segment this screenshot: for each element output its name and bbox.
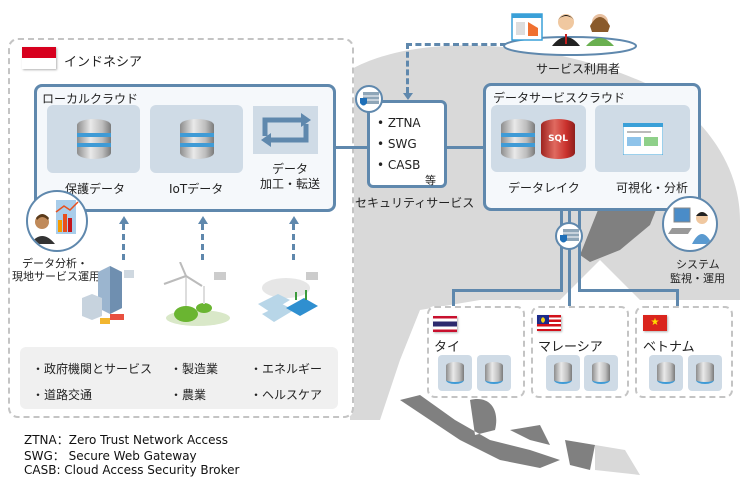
protected-data-label: 保護データ [65,182,126,196]
upload-dash-3 [292,224,295,260]
iot-data-label: IoTデータ [169,182,224,196]
transfer-arrows-icon [261,113,311,147]
connector-malaysia [568,211,571,307]
thailand-flag-icon [433,316,457,332]
database-sql-icon: SQL [541,119,575,159]
industry-road-traffic: ・道路交通 [32,388,93,402]
analyst-label-1: データ分析・ [22,257,88,270]
indonesia-flag-icon [22,47,56,69]
industry-government: ・政府機関とサービス [32,362,153,376]
visualization-label: 可視化・分析 [616,181,689,195]
security-service-box [367,100,447,188]
connector-vietnam-v [578,211,581,291]
industry-healthcare: ・ヘルスケア [250,388,323,402]
japan-island [580,194,660,262]
database-icon [657,362,675,384]
greenhouse-farm-icon [258,272,318,322]
security-etc: 等 [425,174,436,187]
connector-security-dataservice [447,146,483,149]
city-buildings-icon [82,266,134,324]
upload-arrow-3 [289,216,299,224]
service-users-label: サービス利用者 [536,62,621,76]
database-icon [485,362,503,384]
database-icon [501,119,535,159]
thailand-label: タイ [434,340,461,355]
data-transfer-label-1: データ [272,162,309,176]
abbr-ztna: ZTNA：Zero Trust Network Access [24,433,229,447]
security-item-ztna: • ZTNA [377,116,421,130]
upload-dash-2 [201,224,204,260]
operator-label-1: システム [676,258,720,271]
database-icon [592,362,610,384]
users-to-security-dash-h [406,43,506,46]
data-lake-tile: SQL [491,105,586,172]
firewall-shield-icon [355,85,383,113]
analyst-chart-icon [26,190,88,252]
database-icon [554,362,572,384]
industry-energy: ・エネルギー [250,362,323,376]
data-transfer-label-2: 加工・転送 [260,177,321,191]
vietnam-label: ベトナム [643,340,695,355]
thailand-db-tile-2 [477,355,511,391]
indonesia-label: インドネシア [64,55,143,70]
users-to-security-dash-v [406,43,409,93]
firewall-shield-icon [555,222,583,250]
security-item-casb: • CASB [377,158,421,172]
users-to-security-arrow [403,93,413,100]
indonesia-islands [400,395,595,470]
papua-island [595,445,640,475]
upload-arrow-2 [198,216,208,224]
wind-turbine-icon [163,262,230,326]
operator-label-2: 監視・運用 [670,272,725,285]
connector-thailand-drop [452,289,455,307]
connector-vietnam-h [578,289,679,292]
abbr-casb: CASB: Cloud Access Security Broker [24,463,240,477]
connector-local-security [336,146,367,149]
analyst-label-2: 現地サービス運用 [12,270,100,283]
vietnam-flag-icon: ★ [643,315,667,331]
connector-thailand-h [452,289,563,292]
industry-manufacturing: ・製造業 [170,362,219,376]
connector-vietnam-drop [676,289,679,307]
malaysia-db-tile-1 [546,355,580,391]
abbr-swg: SWG： Secure Web Gateway [24,449,197,463]
malaysia-flag-icon [537,315,561,331]
database-icon [77,119,111,159]
users-group-icon [503,13,637,56]
malaysia-db-tile-2 [584,355,618,391]
malaysia-label: マレーシア [538,340,603,355]
database-icon [180,119,214,159]
system-operator-icon [662,196,718,252]
database-icon [446,362,464,384]
industries-panel [20,347,338,409]
industry-agriculture: ・農業 [170,388,207,402]
local-cloud-title: ローカルクラウド [42,92,139,106]
vietnam-db-tile-2 [688,355,722,391]
data-transfer-tile [253,106,318,154]
protected-data-tile [47,105,140,173]
security-item-swg: • SWG [377,137,417,151]
security-service-label: セキュリティサービス [355,196,475,210]
visualization-tile [595,105,690,172]
upload-dash-1 [122,224,125,260]
connector-thailand-v [560,211,563,291]
upload-arrow-1 [119,216,129,224]
iot-data-tile [150,105,243,173]
vietnam-db-tile-1 [649,355,683,391]
database-icon [696,362,714,384]
thailand-db-tile-1 [438,355,472,391]
data-service-cloud-title: データサービスクラウド [493,91,626,105]
dashboard-window-icon [623,123,663,155]
data-lake-label: データレイク [508,181,580,195]
